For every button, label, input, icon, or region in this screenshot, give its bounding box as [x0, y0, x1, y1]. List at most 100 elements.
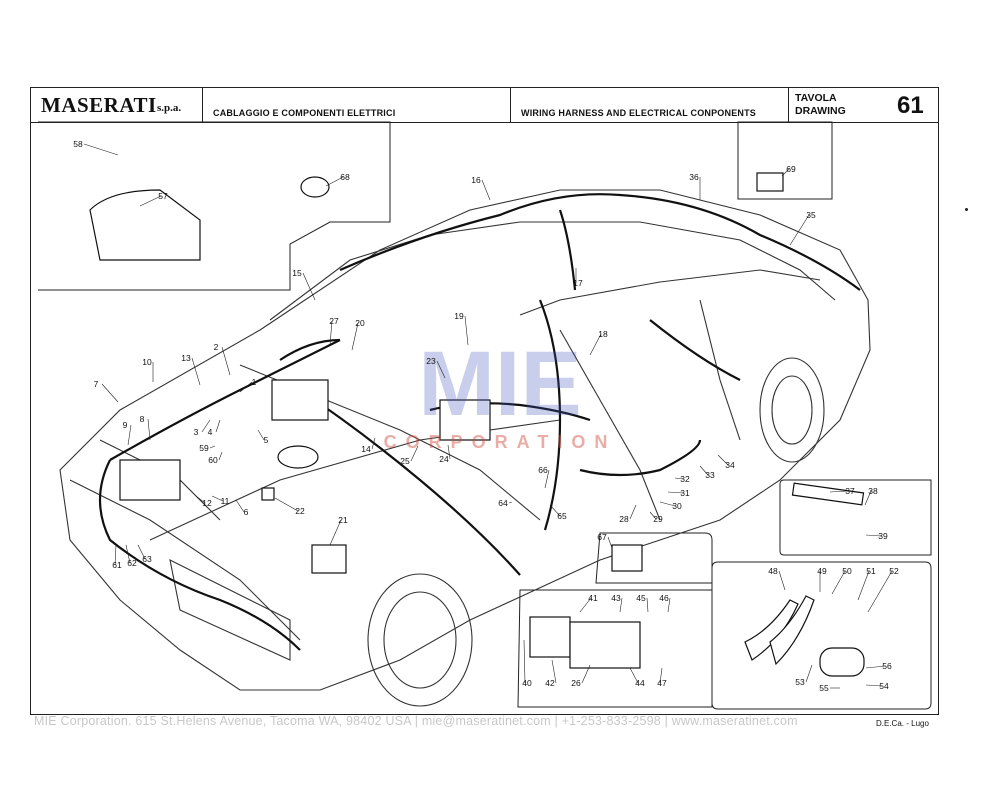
part-label-26: 26 [571, 678, 581, 688]
leader-line-50 [831, 570, 846, 595]
inset-frame-37-39 [779, 479, 932, 556]
central-box-component [439, 399, 491, 441]
part-label-57: 57 [158, 191, 168, 201]
leader-line-53 [805, 664, 813, 683]
leader-line-66 [544, 469, 550, 489]
leader-line-7 [101, 383, 119, 403]
table-label-en: DRAWING [795, 105, 846, 117]
part-label-44: 44 [635, 678, 645, 688]
watermark-subtext: CORPORATION [384, 432, 617, 452]
part-label-33: 33 [705, 470, 715, 480]
part-label-45: 45 [636, 593, 646, 603]
leader-line-4 [215, 419, 221, 433]
leader-line-33 [699, 465, 709, 476]
part-label-13: 13 [181, 353, 191, 363]
part-label-34: 34 [725, 460, 735, 470]
part-label-42: 42 [545, 678, 555, 688]
title-italian: CABLAGGIO E COMPONENTI ELETTRICI [213, 108, 396, 118]
starter-component [277, 445, 319, 469]
part-69-component [756, 172, 784, 192]
leader-line-13 [191, 357, 201, 386]
leader-line-21 [329, 519, 342, 546]
part-label-17: 17 [573, 278, 583, 288]
leader-line-47 [659, 667, 663, 684]
part-label-32: 32 [680, 474, 690, 484]
leader-line-25 [410, 445, 419, 462]
leader-line-16 [481, 179, 491, 201]
part-label-55: 55 [819, 683, 829, 693]
part-label-53: 53 [795, 677, 805, 687]
leader-line-8 [147, 418, 151, 441]
table-number-cell: TAVOLA DRAWING 61 [789, 88, 940, 122]
leader-line-54 [865, 684, 883, 687]
leader-line-60 [218, 451, 223, 461]
part-label-68: 68 [340, 172, 350, 182]
leader-line-56 [865, 665, 886, 669]
leader-line-40 [523, 639, 526, 684]
part-label-38: 38 [868, 486, 878, 496]
part-label-1: 1 [252, 377, 257, 387]
leader-line-19 [464, 315, 469, 346]
leader-line-20 [351, 322, 359, 351]
part-label-67: 67 [597, 532, 607, 542]
leader-line-2 [221, 346, 231, 376]
leader-line-62 [125, 544, 131, 564]
part-label-10: 10 [142, 357, 152, 367]
rearview-mirror-component [89, 189, 201, 261]
leader-line-27 [329, 320, 333, 346]
leader-line-23 [436, 360, 446, 379]
part-label-28: 28 [619, 514, 629, 524]
leader-line-34 [717, 454, 729, 466]
part-label-61: 61 [112, 560, 122, 570]
brand-suffix: s.p.a. [157, 102, 182, 114]
part-label-62: 62 [127, 558, 137, 568]
leader-line-18 [589, 333, 602, 356]
leader-line-30 [659, 501, 676, 507]
part-label-50: 50 [842, 566, 852, 576]
leader-line-22 [274, 497, 299, 512]
leader-line-37 [829, 490, 849, 493]
leader-line-52 [867, 570, 893, 613]
watermark-logo: MIE [418, 333, 582, 435]
part-label-36: 36 [689, 172, 699, 182]
part-label-4: 4 [208, 427, 213, 437]
part-26-component [569, 621, 641, 669]
leader-line-38 [864, 490, 872, 506]
part-22-component [261, 487, 275, 501]
part-label-40: 40 [522, 678, 532, 688]
part-label-2: 2 [214, 342, 219, 352]
part-label-3: 3 [194, 427, 199, 437]
part-label-59: 59 [199, 443, 209, 453]
part-label-65: 65 [557, 511, 567, 521]
leader-line-32 [674, 477, 684, 480]
part-label-56: 56 [882, 661, 892, 671]
fusebox-component [271, 379, 329, 421]
leader-line-58 [83, 143, 119, 156]
part-label-35: 35 [806, 210, 816, 220]
leader-line-69 [781, 168, 790, 177]
part-label-9: 9 [123, 420, 128, 430]
part-label-69: 69 [786, 164, 796, 174]
battery-component [119, 459, 181, 501]
part-label-54: 54 [879, 681, 889, 691]
part-label-15: 15 [292, 268, 302, 278]
title-english: WIRING HARNESS AND ELECTRICAL CONPONENTS [521, 108, 757, 118]
footer-contact: MIE Corporation. 615 St.Helens Avenue, T… [34, 714, 798, 728]
leader-line-24 [447, 444, 451, 460]
part-label-66: 66 [538, 465, 548, 475]
part-38-component [791, 482, 865, 506]
leader-line-41 [579, 597, 592, 613]
leader-line-65 [549, 504, 561, 517]
leader-line-57 [139, 195, 162, 207]
horn-left-component [744, 599, 799, 661]
leader-line-14 [371, 437, 376, 450]
inset-frame-40-47 [517, 589, 713, 708]
leader-line-31 [667, 491, 684, 494]
horn-right-component [769, 595, 815, 666]
part-label-14: 14 [361, 444, 371, 454]
part-label-43: 43 [611, 593, 621, 603]
leader-line-46 [667, 597, 671, 613]
components [89, 172, 865, 677]
table-number: 61 [897, 92, 924, 119]
title-italian-cell: CABLAGGIO E COMPONENTI ELETTRICI [203, 88, 511, 122]
